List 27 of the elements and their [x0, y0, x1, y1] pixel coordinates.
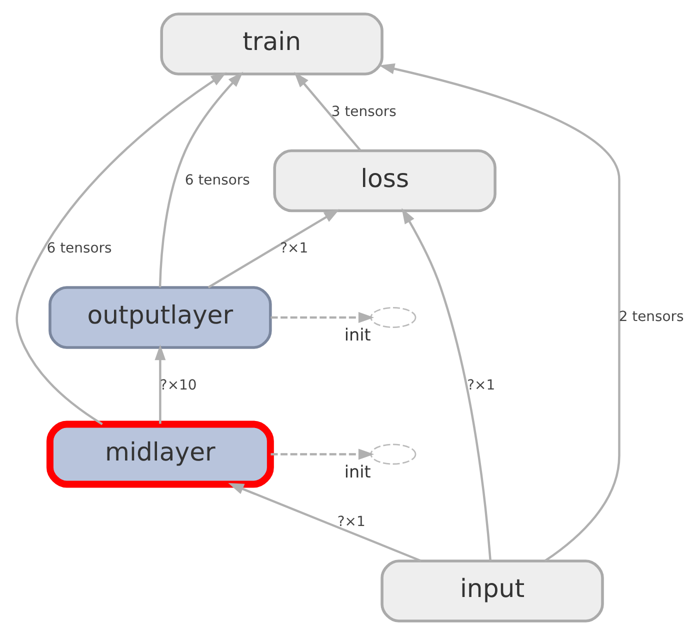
edge-label: ?×1 — [337, 514, 366, 530]
edge-label: 3 tensors — [331, 104, 396, 120]
node-box: midlayer — [46, 420, 274, 488]
edge-label: ?×1 — [467, 377, 496, 394]
arrow — [154, 344, 166, 424]
arrow — [270, 448, 374, 460]
edge-label: 6 tensors — [184, 172, 250, 188]
arrow — [208, 209, 340, 288]
arrow — [402, 208, 492, 562]
node-label: init — [344, 461, 371, 482]
node-ellipse — [370, 444, 416, 465]
arrow — [16, 72, 226, 426]
arrow — [270, 312, 374, 323]
arrow — [158, 72, 244, 288]
arrow — [378, 63, 620, 562]
arrow — [294, 72, 362, 152]
node-ellipse — [370, 307, 416, 328]
arrow — [228, 483, 422, 562]
edge-label: 2 tensors — [618, 308, 684, 325]
node-box: loss — [273, 149, 496, 212]
edge-label: 6 tensors — [46, 240, 112, 257]
node-box: train — [160, 12, 384, 76]
edge-label: ?×10 — [160, 377, 197, 394]
node-label: init — [344, 324, 371, 345]
node-box: outputlayer — [48, 286, 272, 349]
edge-label: ?×1 — [280, 240, 308, 257]
node-box: input — [380, 560, 604, 622]
